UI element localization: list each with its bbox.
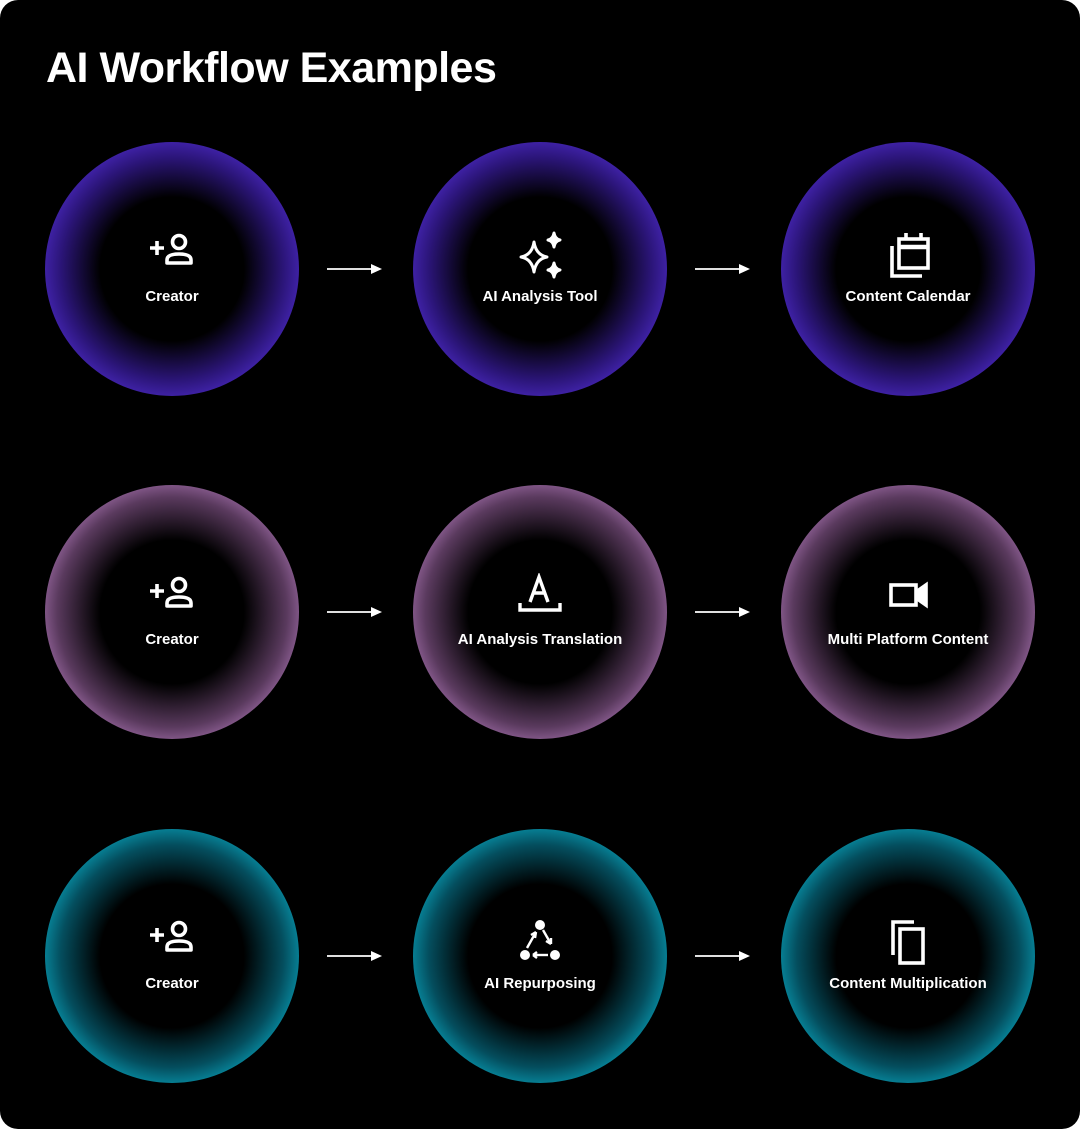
sparkles-icon	[519, 231, 562, 278]
node-label: Multi Platform Content	[827, 630, 989, 648]
arrow-right-icon	[695, 264, 750, 274]
workflow-node-content-calendar: Content Calendar	[781, 142, 1035, 396]
add-person-icon	[150, 233, 193, 265]
workflow-node-ai-analysis-tool: AI Analysis Tool	[413, 142, 667, 396]
add-person-icon	[150, 920, 193, 952]
copy-icon	[891, 919, 925, 965]
node-label: Creator	[145, 630, 199, 648]
arrow-right-icon	[695, 951, 750, 961]
workflow-node-creator: Creator	[45, 142, 299, 396]
node-label: Creator	[145, 287, 199, 305]
page-title: AI Workflow Examples	[46, 44, 497, 92]
video-camera-icon	[889, 581, 928, 608]
workflow-node-ai-repurposing: AI Repurposing	[413, 829, 667, 1083]
arrow-right-icon	[327, 607, 382, 617]
node-label: AI Analysis Tool	[482, 287, 598, 305]
node-label: Content Multiplication	[829, 974, 987, 992]
arrow-right-icon	[327, 951, 382, 961]
node-label: AI Repurposing	[484, 974, 596, 992]
workflow-node-multi-platform-content: Multi Platform Content	[781, 485, 1035, 739]
repurpose-cycle-icon	[520, 919, 560, 960]
workflow-node-content-multiplication: Content Multiplication	[781, 829, 1035, 1083]
workflow-node-creator: Creator	[45, 829, 299, 1083]
arrow-right-icon	[327, 264, 382, 274]
workflow-node-ai-analysis-translation: AI Analysis Translation	[413, 485, 667, 739]
text-letter-a-icon	[518, 572, 562, 612]
workflow-row-2: Creator AI Analysis Translation Multi Pl…	[0, 485, 1080, 739]
workflow-row-3: Creator AI Repurposing	[0, 829, 1080, 1083]
workflow-node-creator: Creator	[45, 485, 299, 739]
calendar-stack-icon	[890, 232, 930, 278]
workflow-row-1: Creator AI Analysis Tool Cont	[0, 142, 1080, 396]
node-label: Content Calendar	[845, 287, 971, 305]
add-person-icon	[150, 576, 193, 608]
node-label: Creator	[145, 974, 199, 992]
arrow-right-icon	[695, 607, 750, 617]
node-label: AI Analysis Translation	[457, 630, 623, 648]
